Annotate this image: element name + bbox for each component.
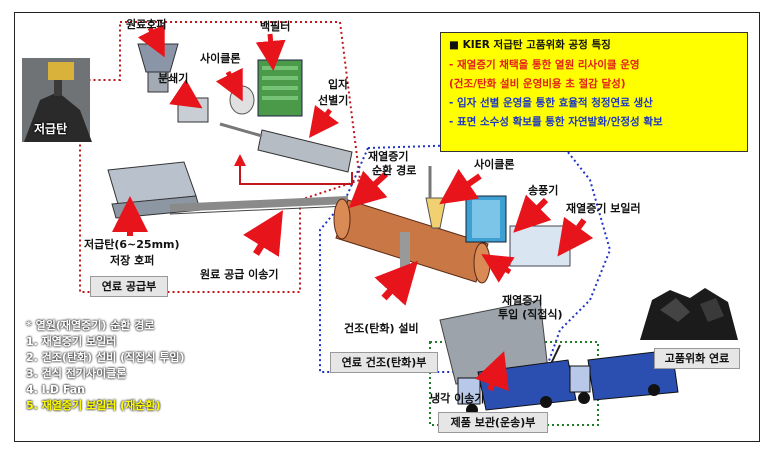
blower-label: 송풍기 bbox=[528, 184, 559, 197]
low-rank-coal-pile bbox=[22, 58, 92, 142]
arrow-dryer bbox=[374, 260, 419, 306]
arrow-cooling bbox=[474, 351, 509, 392]
storage-hopper-label-1: 저급탄(6~25mm) bbox=[84, 238, 180, 251]
upgraded-fuel-pile bbox=[640, 288, 738, 340]
arrow-cyclone-right bbox=[439, 168, 482, 205]
arrow-blower bbox=[513, 194, 552, 233]
arrow-bag-filter bbox=[255, 33, 286, 71]
feature-line-4: - 표면 소수성 확보를 통한 자연발화/안정성 확보 bbox=[449, 116, 663, 128]
cooling-conveyor-label: 냉각 이송기 bbox=[430, 392, 485, 405]
feature-line-3: - 입자 선별 운영을 통한 효율적 청정연료 생산 bbox=[449, 97, 653, 109]
arrow-reheat-path bbox=[348, 170, 389, 209]
feature-title: ■ KIER 저급탄 고품위화 공정 특징 bbox=[449, 39, 611, 51]
particle-sorter-label-2: 선별기 bbox=[318, 94, 349, 107]
diagram-frame bbox=[14, 12, 760, 442]
arrow-cyclone-top bbox=[215, 67, 243, 102]
upgraded-fuel-label: 고품위화 연료 bbox=[654, 348, 740, 369]
raw-hopper-label: 원료호퍼 bbox=[126, 18, 167, 31]
arrow-raw-hopper bbox=[137, 23, 165, 58]
arrow-reheat-input bbox=[481, 254, 515, 283]
legend-title: * 열원(재열증기) 순환 경로 bbox=[26, 319, 155, 332]
dryer-label: 건조(탄화) 설비 bbox=[344, 322, 419, 335]
reheat-boiler-label: 재열증기 보일러 bbox=[566, 202, 641, 215]
cyclone-top-label: 사이클론 bbox=[200, 52, 241, 65]
raw-conveyor-label: 원료 공급 이송기 bbox=[200, 268, 279, 281]
fuel-drying-section-label: 연료 건조(탄화)부 bbox=[330, 352, 438, 373]
bag-filter-label: 백필터 bbox=[260, 20, 291, 33]
arrow-boiler bbox=[557, 216, 594, 257]
recirculation-legend: * 열원(재열증기) 순환 경로 1. 재열증기 보일러 2. 건조(탄화) 설… bbox=[26, 318, 185, 414]
reheat-input-label-1: 재열증기 bbox=[502, 294, 543, 307]
arrow-raw-conveyor bbox=[243, 210, 284, 257]
feature-line-1: - 재열증기 채택을 통한 열원 리사이클 운영 bbox=[449, 59, 640, 71]
storage-hopper-label-2: 저장 호퍼 bbox=[110, 254, 155, 267]
cyclone-right-label: 사이클론 bbox=[474, 158, 515, 171]
reheat-path-label-2: 순환 경로 bbox=[372, 164, 417, 177]
legend-item-2: 2. 건조(탄화) 설비 (직접식 투입) bbox=[26, 351, 185, 364]
product-storage-section-label: 제품 보관(운송)부 bbox=[438, 412, 548, 433]
raw-conveyor-belt bbox=[169, 196, 349, 212]
reheat-input-label-2: 투입 (직접식) bbox=[498, 308, 563, 321]
legend-item-5: 5. 재열증기 보일러 (재순환) bbox=[26, 399, 161, 412]
legend-item-3: 3. 건식 전기사이클론 bbox=[26, 367, 127, 380]
top-equipment bbox=[137, 43, 353, 173]
legend-item-1: 1. 재열증기 보일러 bbox=[26, 335, 117, 348]
legend-item-4: 4. I.D Fan bbox=[26, 383, 86, 396]
arrow-crusher bbox=[169, 79, 203, 109]
particle-sorter-label-1: 입자 bbox=[328, 78, 349, 91]
arrow-sorter bbox=[309, 105, 339, 138]
fuel-supply-section-label: 연료 공급부 bbox=[90, 276, 168, 297]
feature-box: ■ KIER 저급탄 고품위화 공정 특징 - 재열증기 채택을 통한 열원 리… bbox=[440, 32, 748, 152]
reheat-path-label-1: 재열증기 bbox=[368, 150, 409, 163]
crusher-label: 분쇄기 bbox=[158, 72, 189, 85]
low-rank-coal-label: 저급탄 bbox=[34, 122, 68, 136]
feature-line-2: (건조/탄화 설비 운영비용 초 절감 달성) bbox=[449, 78, 626, 90]
